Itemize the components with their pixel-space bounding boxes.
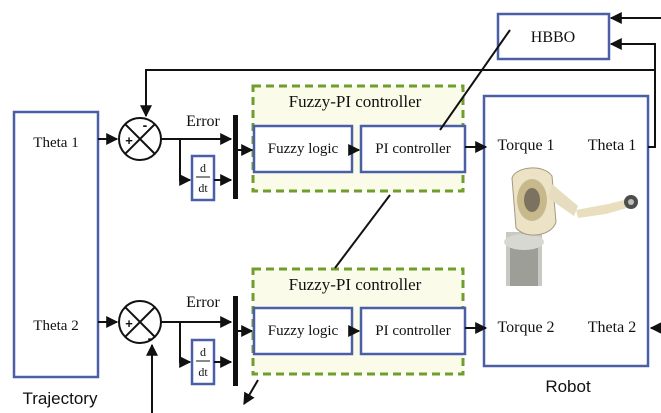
robot-theta2-label: Theta 2: [588, 319, 636, 336]
robot-arm-image: [504, 167, 638, 286]
trajectory-block: [12, 110, 100, 379]
controller-1-title: Fuzzy-PI controller: [289, 92, 422, 111]
derivative-2-numerator: d: [200, 345, 206, 359]
trajectory-theta1-label: Theta 1: [33, 135, 78, 151]
mux-bar-1: [233, 115, 238, 199]
robot-label: Robot: [545, 377, 591, 396]
summing-junction-2: [118, 300, 162, 344]
loop-1-wires: [98, 38, 656, 186]
loop-2-wires: [98, 316, 661, 413]
robot-block: [482, 94, 650, 368]
summing-junction-1: [118, 117, 162, 161]
trajectory-label: Trajectory: [23, 389, 98, 408]
pi-controller-label-1: PI controller: [375, 141, 450, 157]
sum-2-minus-sign: -: [148, 330, 153, 346]
robot-theta1-label: Theta 1: [588, 137, 636, 154]
trajectory-theta2-label: Theta 2: [33, 318, 78, 334]
hbbo-wires: [243, 12, 661, 406]
robot-torque1-label: Torque 1: [497, 137, 554, 154]
sum-2-plus-sign: +: [125, 316, 133, 331]
robot-torque2-label: Torque 2: [497, 319, 554, 336]
mux-bar-2: [233, 296, 238, 386]
sum-1-minus-sign: -: [143, 117, 148, 133]
fuzzy-logic-block-1: [252, 124, 354, 174]
fuzzy-logic-label-1: Fuzzy logic: [268, 141, 339, 157]
error-label-2: Error: [186, 294, 220, 311]
fuzzy-logic-block-2: [252, 306, 354, 356]
derivative-2-denominator: dt: [198, 365, 208, 379]
pi-controller-block-1: [359, 124, 467, 174]
hbbo-block: [496, 12, 611, 61]
derivative-1-denominator: dt: [198, 181, 208, 195]
hbbo-label: HBBO: [531, 29, 575, 46]
controller-2-title: Fuzzy-PI controller: [289, 275, 422, 294]
pi-controller-block-2: [359, 306, 467, 356]
error-label-1: Error: [186, 113, 220, 130]
derivative-1-numerator: d: [200, 161, 206, 175]
derivative-block-1: [190, 154, 216, 202]
fuzzy-logic-label-2: Fuzzy logic: [268, 323, 339, 339]
sum-1-plus-sign: +: [125, 133, 133, 148]
pi-controller-label-2: PI controller: [375, 323, 450, 339]
